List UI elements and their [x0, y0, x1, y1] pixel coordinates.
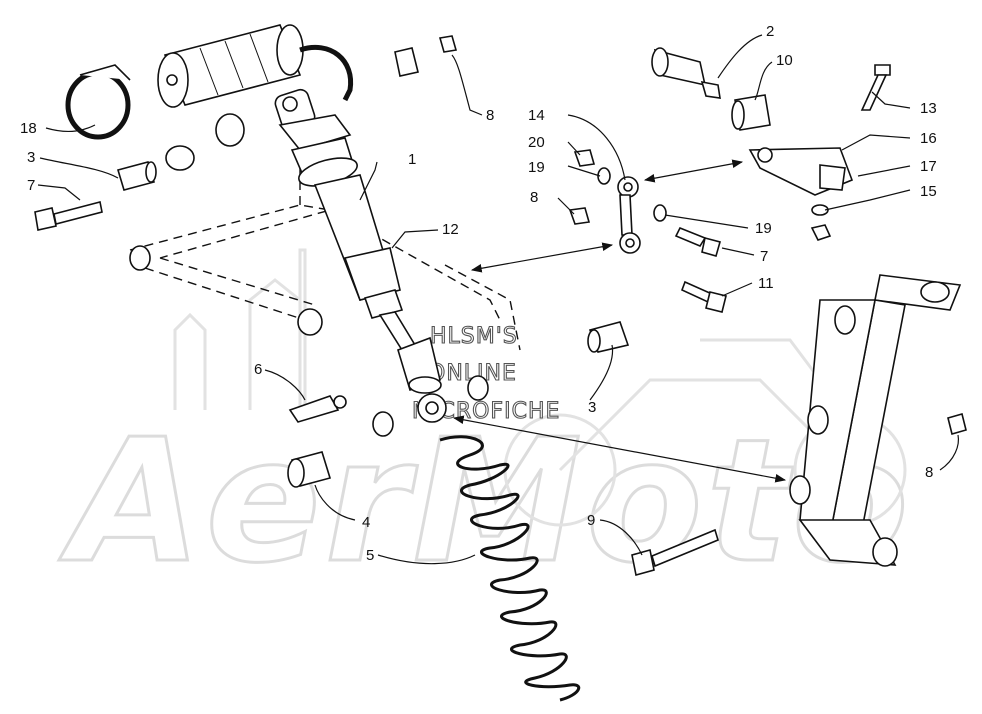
callouts: 1 2 10 13 16 17 15 14 20 19 8 19 7 11 18…: [20, 23, 937, 564]
watermark-line-1: HLSM'S: [430, 324, 518, 349]
leader-lines: [37, 34, 960, 565]
callout-16: 16: [920, 130, 937, 147]
bellcrank-16: [748, 147, 854, 196]
washer-nut-15-17: [810, 204, 832, 241]
arm-bushing-left: [129, 245, 151, 271]
callout-13: 13: [920, 100, 937, 117]
watermark-castle-icon: [173, 248, 307, 410]
reservoir-canister: [157, 24, 354, 108]
callout-14: 14: [528, 107, 545, 124]
grease-fitting-6: [288, 395, 347, 423]
shock-absorber: [274, 88, 447, 423]
adjuster-knob-2: [651, 47, 721, 99]
bolt-7a: [34, 201, 103, 231]
callout-2: 2: [766, 23, 774, 40]
callout-3-upper: 3: [27, 149, 35, 166]
callout-15: 15: [920, 183, 937, 200]
callout-6: 6: [254, 361, 262, 378]
callout-18: 18: [20, 120, 37, 137]
arm-bushing-right: [297, 308, 323, 336]
spacer-sleeve-3a: [116, 161, 157, 191]
callout-19-right: 19: [755, 220, 772, 237]
callout-12: 12: [442, 221, 459, 238]
callout-7-link: 7: [760, 248, 768, 265]
callout-19-left: 19: [528, 159, 545, 176]
sleeve-4: [287, 451, 332, 488]
arrow-shock-to-arm: [452, 415, 787, 483]
callout-17: 17: [920, 158, 937, 175]
relation-arrows: [452, 159, 787, 483]
callout-20: 20: [528, 134, 545, 151]
hose-clamp: [65, 64, 131, 140]
nut-8c: [947, 413, 967, 435]
arrow-link-to-shock: [470, 242, 614, 273]
rear-arm-housing: [789, 274, 962, 567]
link-rod-14: [617, 176, 641, 254]
callout-7-upper: 7: [27, 177, 35, 194]
callout-4: 4: [362, 514, 370, 531]
callout-11: 11: [758, 275, 774, 292]
callout-8-link: 8: [530, 189, 538, 206]
callout-3-lower: 3: [588, 399, 596, 416]
callout-1: 1: [408, 151, 416, 168]
bolt-13: [860, 64, 891, 111]
bolt-9: [631, 528, 719, 577]
bushing-upper: [165, 35, 458, 171]
callout-10: 10: [776, 52, 793, 69]
watermark-logo-text: AerMoto: [58, 403, 913, 601]
bushing-lower: [372, 321, 630, 437]
callout-8-lower: 8: [925, 464, 933, 481]
adjuster-cap-10: [731, 94, 771, 131]
callout-5: 5: [366, 547, 374, 564]
arrow-link-to-bellcrank: [643, 159, 744, 183]
callout-9: 9: [587, 512, 595, 529]
callout-8-upper: 8: [486, 107, 494, 124]
